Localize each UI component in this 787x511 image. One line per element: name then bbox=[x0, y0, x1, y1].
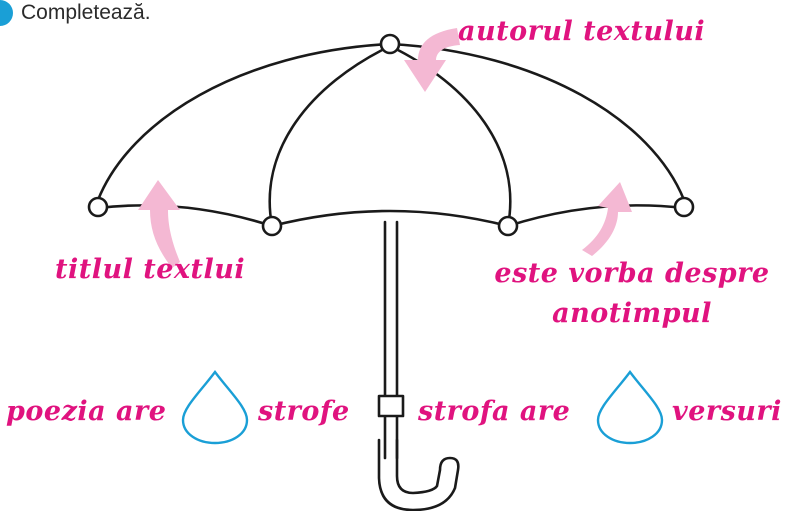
label-stanza-prefix: strofa are bbox=[418, 396, 571, 427]
exercise-bullet-icon bbox=[0, 0, 13, 26]
umbrella-rib-left bbox=[268, 44, 392, 228]
umbrella-canopy-top bbox=[96, 42, 686, 202]
umbrella-tip-mid-left bbox=[261, 215, 283, 237]
umbrella-handle bbox=[377, 438, 460, 511]
umbrella-shaft bbox=[383, 220, 399, 460]
umbrella-collar bbox=[377, 394, 405, 418]
answer-drop-strofe[interactable] bbox=[181, 370, 249, 445]
umbrella-canopy-edge bbox=[96, 204, 686, 228]
umbrella-tip-mid-right bbox=[497, 215, 519, 237]
umbrella-tip-right bbox=[673, 196, 695, 218]
answer-drop-versuri[interactable] bbox=[596, 370, 664, 445]
instruction-text: Completează. bbox=[21, 1, 151, 24]
arrow-up-left-icon bbox=[138, 180, 180, 268]
umbrella-tip-left bbox=[87, 196, 109, 218]
label-title: titlul textlui bbox=[55, 254, 246, 285]
arrow-up-right-icon bbox=[582, 182, 632, 256]
instruction: Completează. bbox=[0, 0, 151, 28]
label-author: autorul textului bbox=[458, 16, 706, 47]
label-poem-prefix: poezia are bbox=[6, 396, 167, 427]
umbrella-rib-right bbox=[388, 44, 512, 228]
umbrella-top-knob bbox=[379, 33, 401, 55]
label-season-line2: anotimpul bbox=[552, 298, 712, 329]
label-stanza-suffix: versuri bbox=[672, 396, 782, 427]
label-poem-suffix: strofe bbox=[258, 396, 350, 427]
label-season-line1: este vorba despre bbox=[494, 258, 770, 289]
arrow-down-icon bbox=[404, 28, 460, 92]
